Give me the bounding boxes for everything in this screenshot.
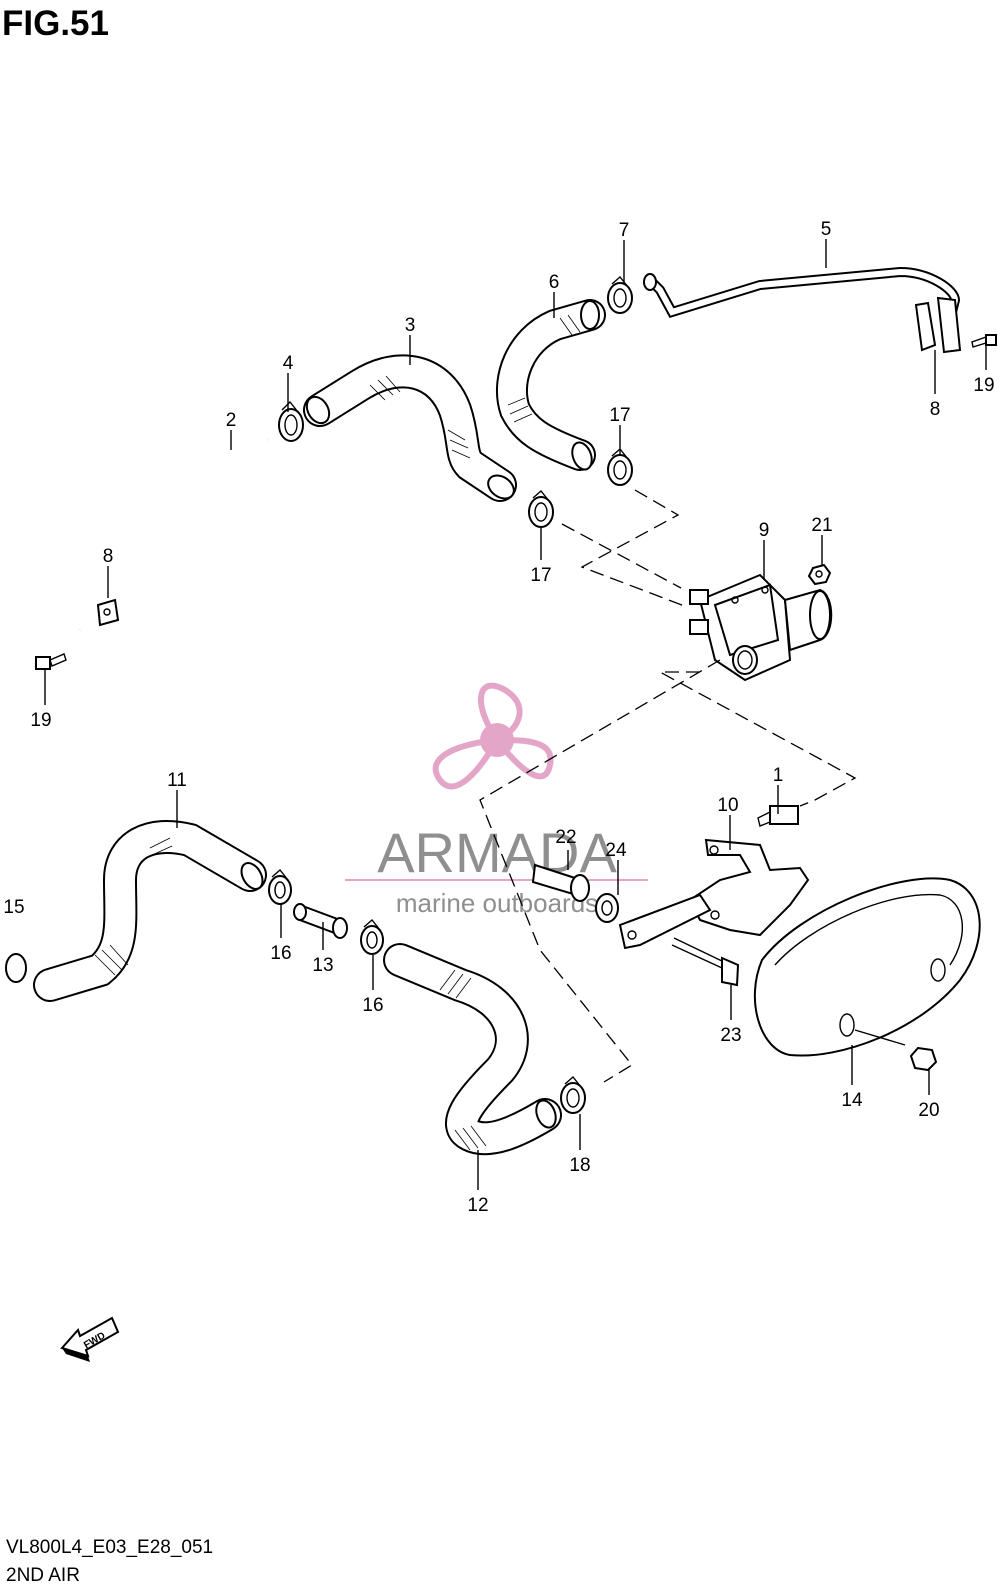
- callout-11: 11: [167, 770, 187, 791]
- part-14-cover: [753, 877, 981, 1057]
- part-13-joint: [293, 903, 348, 939]
- part-11-hose: [33, 820, 267, 1002]
- part-10-bracket: [688, 838, 810, 937]
- callout-10: 10: [717, 795, 738, 816]
- part-12-hose: [383, 943, 562, 1156]
- section-title: 2ND AIR: [6, 1565, 80, 1586]
- part-7-clamp: [607, 275, 633, 314]
- diagram-code: VL800L4_E03_E28_051: [6, 1537, 214, 1558]
- dashed-guides: [479, 489, 857, 1083]
- callout-2: 2: [226, 410, 237, 431]
- part-21-nut: [807, 563, 832, 586]
- callout-21: 21: [811, 515, 832, 536]
- part-17-clamp-b: [528, 489, 554, 528]
- figure-title: FIG.51: [2, 4, 109, 43]
- part-2-pipe: [72, 437, 270, 669]
- part-19-bolt-left: [35, 653, 67, 670]
- callout-4: 4: [283, 353, 294, 374]
- callout-7: 7: [619, 220, 630, 241]
- callout-20: 20: [918, 1100, 939, 1121]
- callout-15: 15: [3, 897, 24, 918]
- callout-16-a: 16: [270, 943, 291, 964]
- callout-19-left: 19: [30, 710, 51, 731]
- callout-18: 18: [569, 1155, 590, 1176]
- part-22-stud: [531, 863, 590, 902]
- callout-23: 23: [720, 1025, 741, 1046]
- part-24-grommet: [595, 893, 619, 923]
- callout-22: 22: [555, 827, 576, 848]
- watermark-tagline: marine outboards: [396, 888, 598, 918]
- part-23-bolt: [671, 937, 740, 987]
- part-16-clamp-b: [360, 918, 384, 955]
- bracket-plate: [618, 893, 712, 950]
- part-3-hose: [303, 354, 517, 502]
- part-20-nut: [909, 1046, 938, 1072]
- callout-9: 9: [759, 520, 770, 541]
- callout-24: 24: [605, 840, 627, 861]
- fwd-arrow-icon: FWD: [60, 1316, 120, 1362]
- watermark-logo: [432, 682, 554, 790]
- watermark-brand: ARMADA: [377, 821, 617, 884]
- callout-3: 3: [405, 315, 416, 336]
- callout-17-b: 17: [530, 565, 551, 586]
- callouts: 1 2 3 4 5 6 7 8 8 9 10 11 12 13 14 15 16…: [3, 219, 994, 1216]
- part-4-clamp: [278, 400, 304, 442]
- part-6-hose: [496, 299, 606, 471]
- callout-12: 12: [467, 1195, 488, 1216]
- part-8-bracket-left: [96, 598, 120, 627]
- callout-1: 1: [773, 765, 784, 786]
- callout-16-b: 16: [362, 995, 383, 1016]
- part-16-clamp-a: [268, 868, 292, 905]
- leader-lines: [44, 239, 987, 1190]
- callout-19-right: 19: [973, 375, 994, 396]
- callout-14: 14: [841, 1090, 863, 1111]
- part-19-bolt-right: [971, 334, 997, 348]
- part-1-sensor: [757, 805, 799, 827]
- callout-6: 6: [549, 272, 560, 293]
- callout-17-a: 17: [609, 405, 630, 426]
- callout-13: 13: [312, 955, 333, 976]
- callout-8-left: 8: [103, 546, 114, 567]
- part-15-clip: [5, 953, 27, 983]
- part-8-bracket-right: [914, 296, 962, 354]
- part-9-reed-valve: [689, 573, 833, 682]
- callout-5: 5: [821, 219, 832, 240]
- part-5-pipe: [643, 266, 961, 322]
- part-18-clamp: [560, 1075, 586, 1114]
- callout-8-right: 8: [930, 399, 941, 420]
